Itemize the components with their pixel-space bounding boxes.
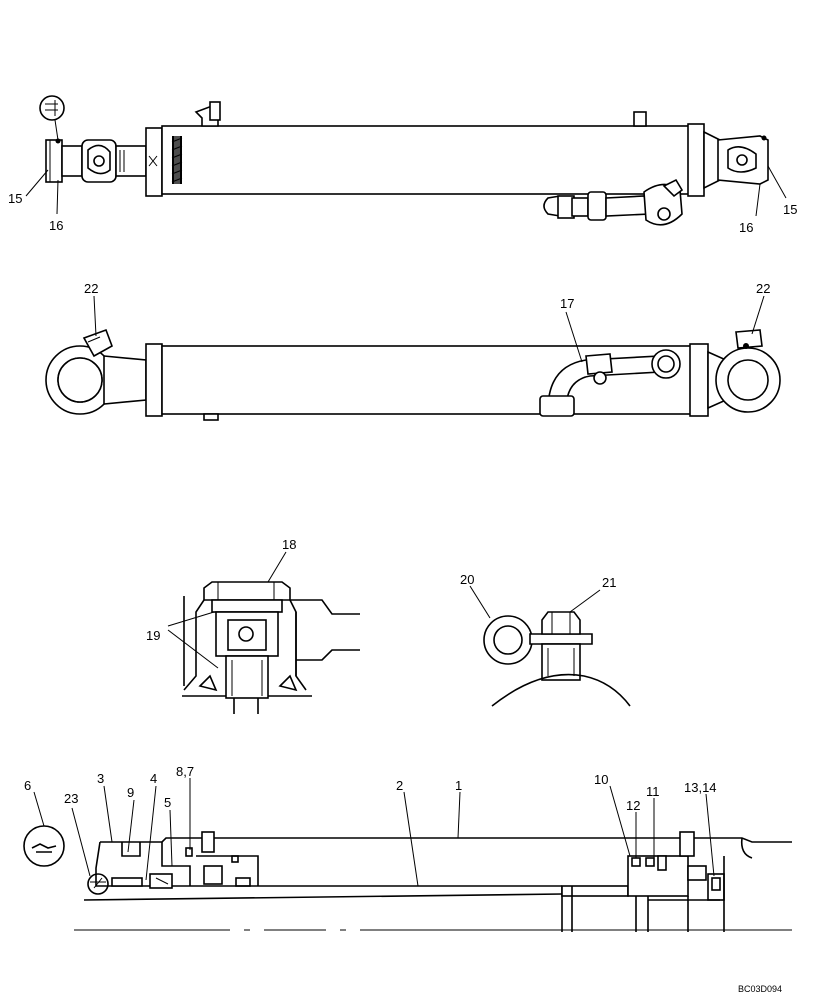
callout-3: 3 <box>97 771 104 786</box>
reference-code: BC03D094 <box>738 984 782 994</box>
callout-15: 15 <box>783 202 797 217</box>
callout-19: 19 <box>146 628 160 643</box>
cylinder-top-view <box>25 95 787 226</box>
cylinder-side-view <box>45 295 781 421</box>
callout-8-7: 8,7 <box>176 764 194 779</box>
callout-10: 10 <box>594 772 608 787</box>
callout-18: 18 <box>282 537 296 552</box>
callout-5: 5 <box>164 795 171 810</box>
callout-17: 17 <box>560 296 574 311</box>
callout-12: 12 <box>626 798 640 813</box>
detail-plug-section <box>167 551 360 714</box>
callout-22: 22 <box>756 281 770 296</box>
detail-banjo-fitting <box>469 585 631 707</box>
callout-16: 16 <box>49 218 63 233</box>
callout-21: 21 <box>602 575 616 590</box>
callout-22: 22 <box>84 281 98 296</box>
cylinder-cross-section <box>23 778 792 932</box>
callout-6: 6 <box>24 778 31 793</box>
callout-1: 1 <box>455 778 462 793</box>
callout-2: 2 <box>396 778 403 793</box>
callout-9: 9 <box>127 785 134 800</box>
callout-20: 20 <box>460 572 474 587</box>
callout-16: 16 <box>739 220 753 235</box>
callout-15: 15 <box>8 191 22 206</box>
callout-23: 23 <box>64 791 78 806</box>
callout-4: 4 <box>150 771 157 786</box>
callout-11: 11 <box>646 784 660 799</box>
callout-13-14: 13,14 <box>684 780 717 795</box>
